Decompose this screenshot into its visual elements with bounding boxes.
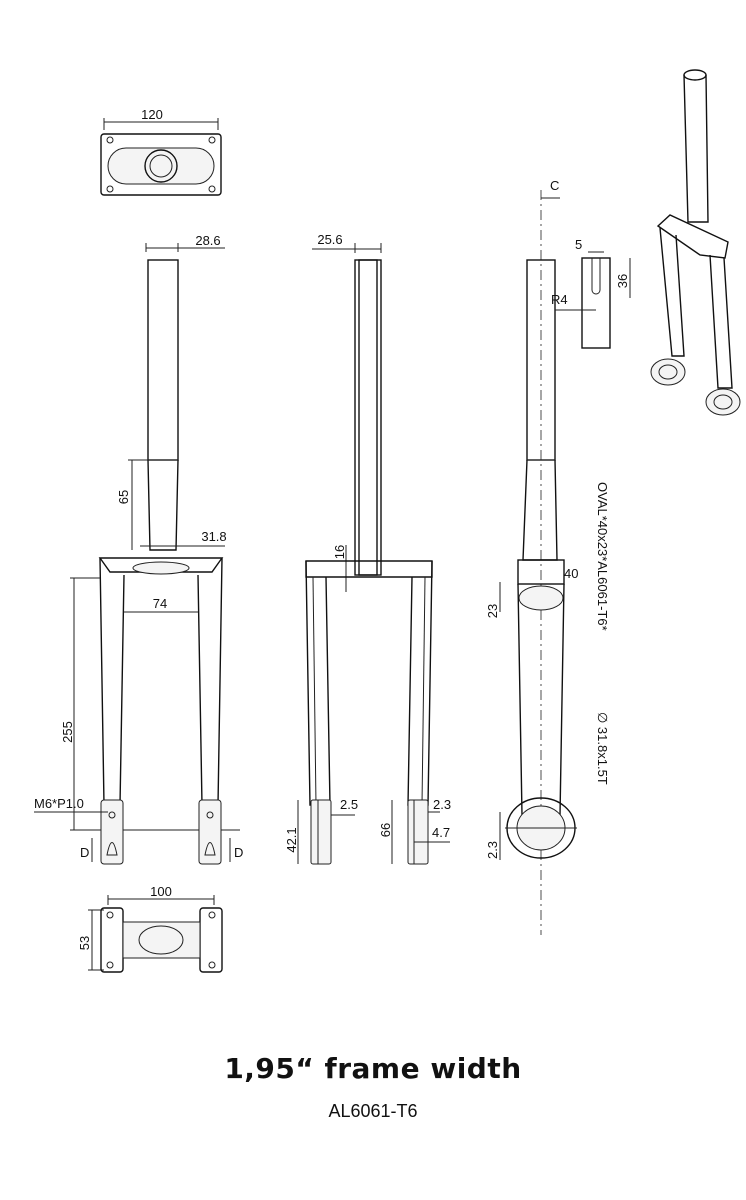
drawing-subtitle: AL6061-T6	[328, 1101, 418, 1121]
dim-dropout-d-left: D	[80, 845, 89, 860]
dim-dropout-gap: 4.7	[432, 825, 450, 840]
dim-slot-width: 5	[575, 237, 582, 252]
dim-bottom-width: 100	[150, 884, 172, 899]
dim-steerer-inner: 25.6	[317, 232, 342, 247]
dim-steerer-diameter: 28.6	[195, 233, 220, 248]
dim-bottom-depth: 53	[77, 936, 92, 950]
dim-dropout-height: 42.1	[284, 827, 299, 852]
dim-dropout-d-right: D	[234, 845, 243, 860]
dim-dropout-total: 66	[378, 823, 393, 837]
crown-top-view: 120	[100, 107, 222, 196]
tube-spec-label: ∅ 31.8x1.5T	[595, 712, 610, 785]
fork-side-view: C 40 23 2.3 OVAL*40x23*AL6061-T6* ∅ 31.8…	[485, 178, 610, 935]
fork-section-view: 25.6 16 2.5 42.1 66 2.3 4.7	[284, 232, 451, 865]
dim-slot-depth: 36	[615, 274, 630, 288]
fork-front-view: 28.6 65 31.8 74 255 M6*P1.0 D	[34, 233, 243, 865]
dim-oval-height: 23	[485, 604, 500, 618]
dim-taper-length: 65	[116, 490, 131, 504]
dim-dropout-thread: M6*P1.0	[34, 796, 84, 811]
drawing-title: 1,95“ frame width	[224, 1052, 522, 1085]
dim-crown-race: 31.8	[201, 529, 226, 544]
dim-leg-spacing: 74	[153, 596, 167, 611]
dim-top-width: 120	[141, 107, 163, 122]
fork-isometric-view	[650, 69, 741, 416]
dim-center-mark: C	[550, 178, 559, 193]
dim-clamp-wall: 2.3	[485, 841, 500, 859]
dim-oval-width: 40	[564, 566, 578, 581]
dim-slot-radius: R4	[551, 292, 568, 307]
dim-dropout-wall: 2.3	[433, 797, 451, 812]
crown-bottom-view: 100 53	[77, 884, 223, 973]
slot-detail: 5 36 R4	[551, 237, 631, 349]
oval-spec-label: OVAL*40x23*AL6061-T6*	[595, 482, 610, 631]
dim-leg-length: 255	[60, 721, 75, 743]
dim-dropout-slot: 2.5	[340, 797, 358, 812]
dim-crown-thickness: 16	[332, 545, 347, 559]
